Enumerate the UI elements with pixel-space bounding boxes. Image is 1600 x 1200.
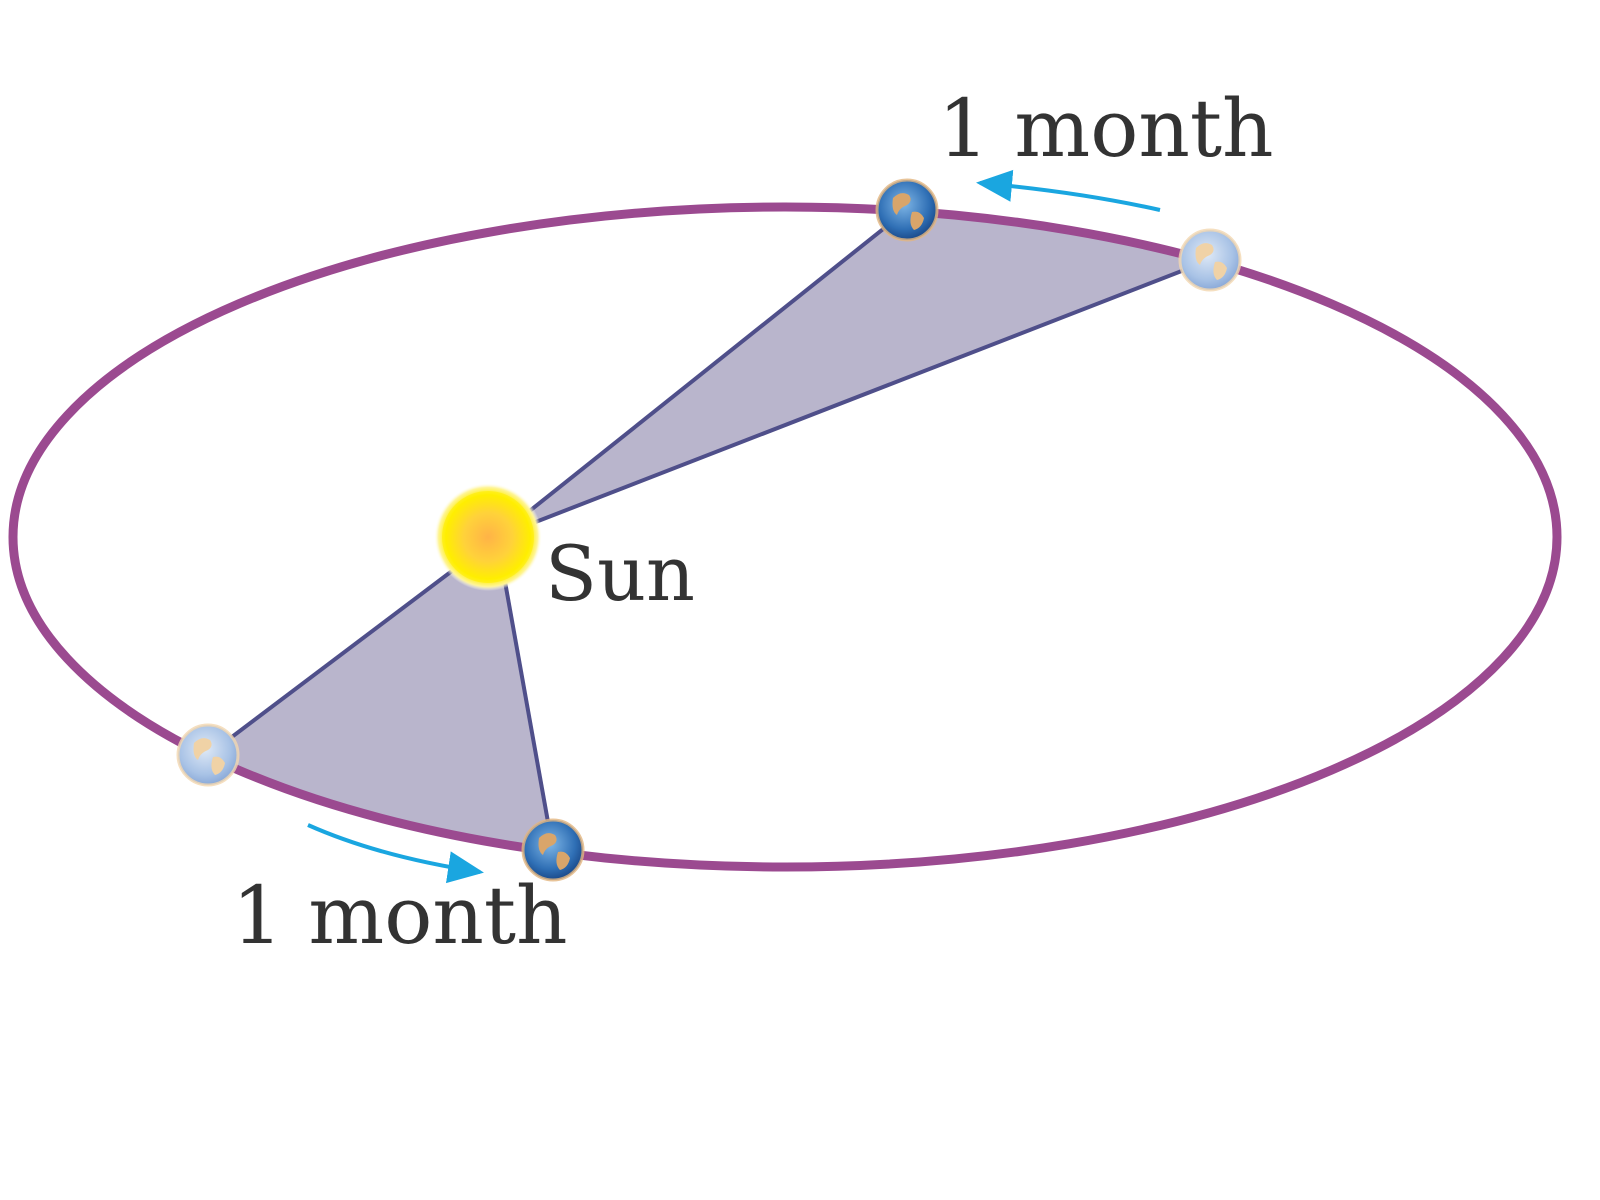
swept-area-near: [208, 537, 553, 850]
earth-globe-icon: [1178, 228, 1242, 292]
radius-line-near-b: [495, 536, 555, 851]
interval-label-bottom: 1 month: [232, 869, 568, 962]
earth-globe-icon: [176, 723, 240, 787]
orbit-ellipse: [8, 202, 1562, 872]
radius-lines: [206, 208, 1211, 851]
radius-line-far-b: [496, 258, 1211, 539]
earth-globe-icon: [875, 178, 939, 242]
radius-line-far-a: [495, 208, 909, 539]
sun-icon: [434, 483, 542, 591]
sun-label: Sun: [545, 529, 695, 618]
earth-globe-icon: [521, 818, 585, 882]
swept-area-far: [497, 210, 1210, 537]
motion-arrow-bottom: [307, 823, 484, 884]
interval-label-top: 1 month: [938, 82, 1274, 175]
motion-arrow-top: [976, 169, 1161, 212]
